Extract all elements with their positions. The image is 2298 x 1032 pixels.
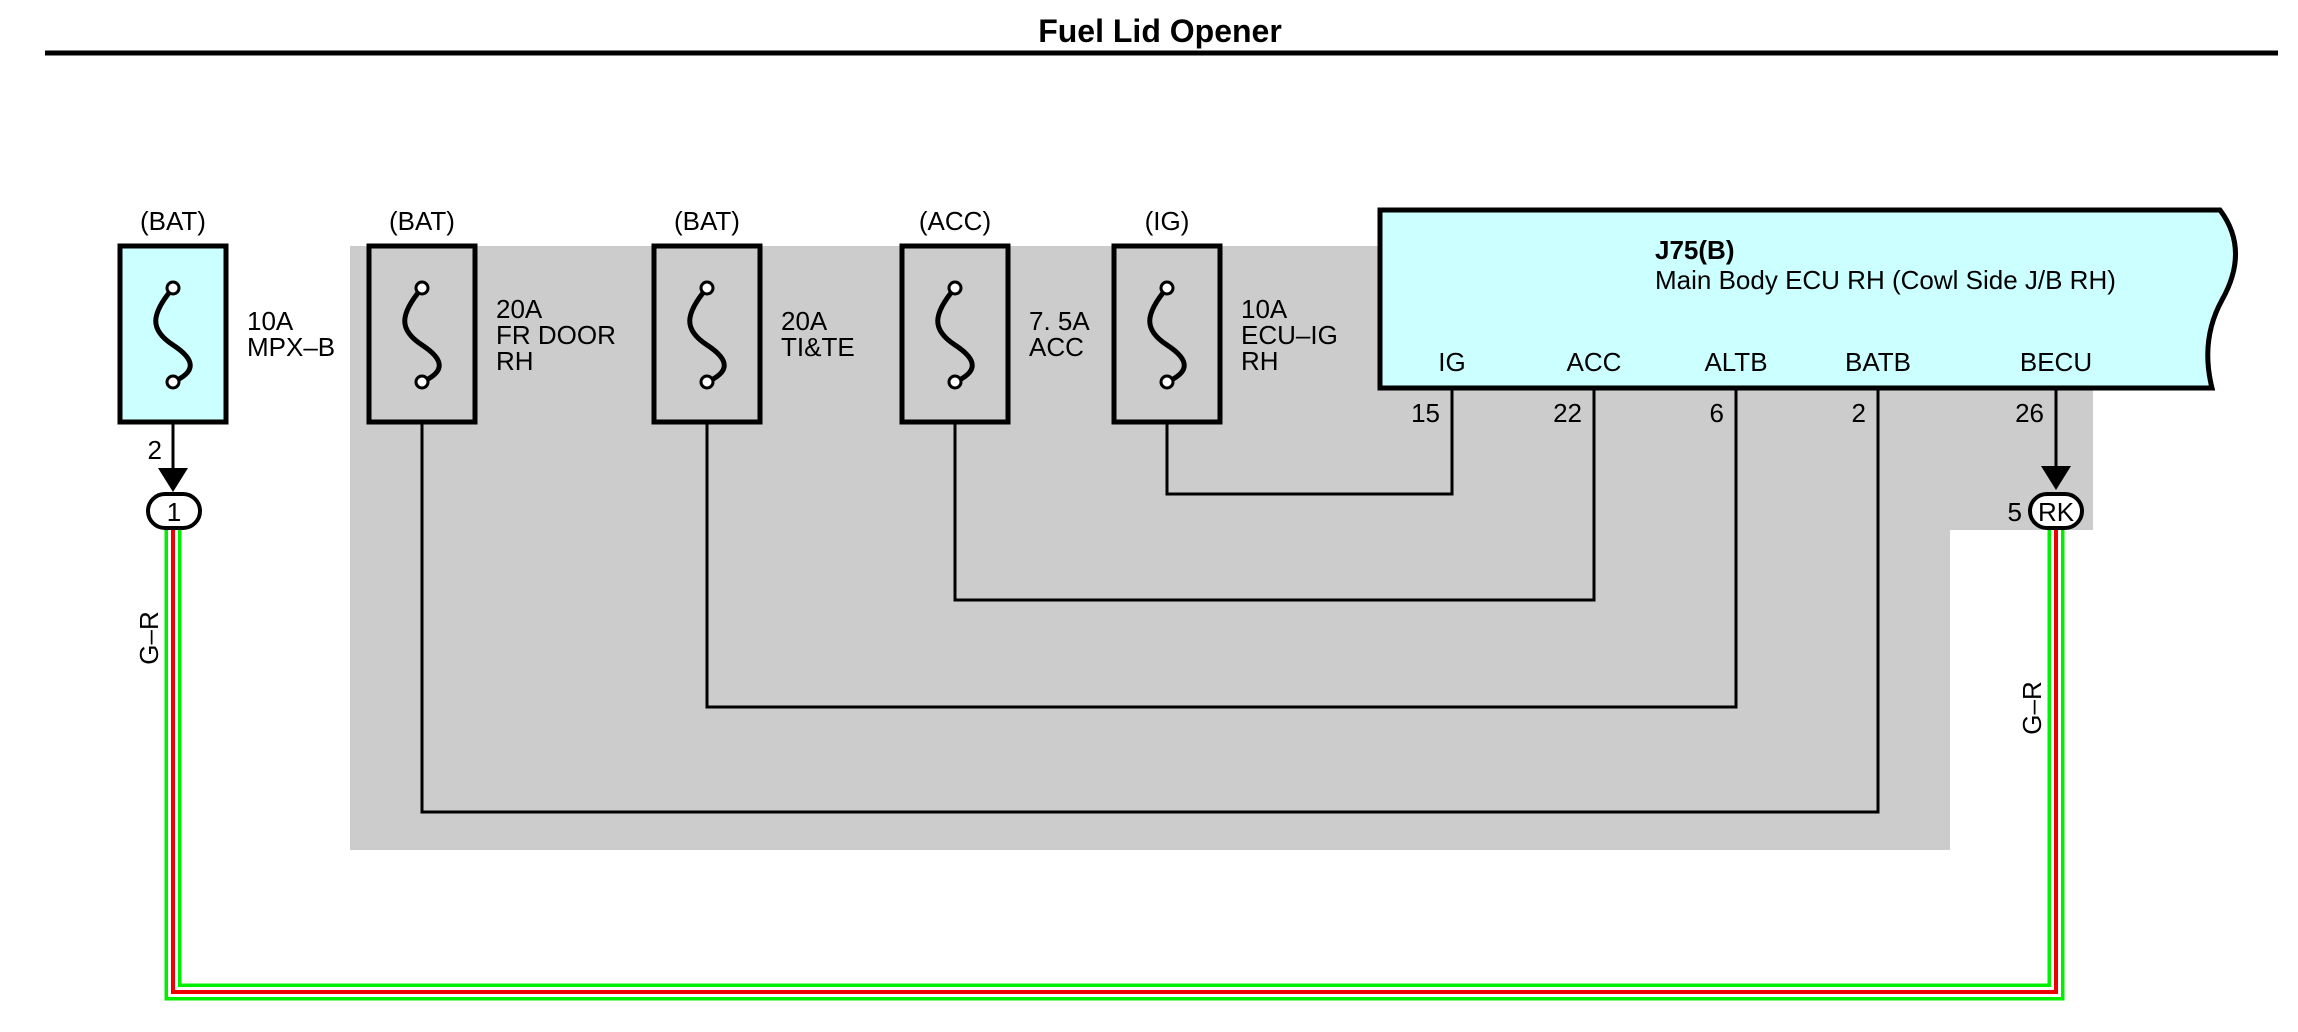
ecu-pin-number-batb: 2 xyxy=(1852,398,1866,428)
fuse-ti-te: (BAT) 20A TI&TE xyxy=(651,206,855,425)
fuse-box xyxy=(1111,243,1223,425)
ecu-pin-number-altb: 6 xyxy=(1710,398,1724,428)
ecu-code: J75(B) xyxy=(1655,235,1734,265)
fuse-terminal xyxy=(165,280,181,296)
fuse-terminal xyxy=(699,374,715,390)
internal-wires xyxy=(171,382,2058,814)
fuse-name-line: TI&TE xyxy=(781,332,855,362)
connector-pin-number: 2 xyxy=(148,435,162,465)
fuse-rating: 7. 5A xyxy=(1029,306,1090,336)
harness-wire-g-r xyxy=(164,530,2065,1001)
fuse-fr-door-rh: (BAT) 20A FR DOOR RH xyxy=(366,206,616,425)
fuse-ecu-ig-rh: (IG) 10A ECU–IG RH xyxy=(1111,206,1338,425)
connector-arrow-icon xyxy=(2041,466,2071,490)
fuse-terminal xyxy=(1159,280,1175,296)
ecu-pin-label-acc: ACC xyxy=(1567,347,1622,377)
ecu-pin-label-batb: BATB xyxy=(1845,347,1911,377)
page-title: Fuel Lid Opener xyxy=(1038,13,1282,49)
ecu-pin-number-ig: 15 xyxy=(1411,398,1440,428)
connector-label: 1 xyxy=(167,497,181,527)
fuse-name-line: ACC xyxy=(1029,332,1084,362)
harness-wire-stripe xyxy=(171,530,2058,994)
ecu-pin-number-becu: 26 xyxy=(2015,398,2044,428)
fuse-terminal xyxy=(699,280,715,296)
junction-block-area xyxy=(350,246,2093,850)
fuse-box xyxy=(366,243,478,425)
fuse-rating: 10A xyxy=(247,306,294,336)
fuse-terminal xyxy=(1159,374,1175,390)
fuse-terminal xyxy=(947,374,963,390)
fuse-terminal xyxy=(414,374,430,390)
fuse-terminal xyxy=(414,280,430,296)
connector-label: RK xyxy=(2038,497,2075,527)
fuse-box xyxy=(117,243,229,425)
ecu-pin-label-altb: ALTB xyxy=(1704,347,1767,377)
connector-arrow-icon xyxy=(158,468,188,492)
fuse-name-line: FR DOOR xyxy=(496,320,616,350)
fuse-source-label: (BAT) xyxy=(389,206,455,236)
fuse-source-label: (IG) xyxy=(1145,206,1190,236)
ecu-pin-number-acc: 22 xyxy=(1553,398,1582,428)
fuse-rating: 20A xyxy=(781,306,828,336)
wire-ig xyxy=(1165,382,1454,496)
fuse-acc: (ACC) 7. 5A ACC xyxy=(899,206,1090,425)
fuse-rating: 20A xyxy=(496,294,543,324)
wire-color-label-right: G–R xyxy=(2017,681,2047,734)
ecu-box xyxy=(1377,207,2238,391)
fuse-source-label: (BAT) xyxy=(140,206,206,236)
fuse-symbol-icon xyxy=(687,286,727,385)
wire-altb xyxy=(705,382,1738,709)
fuse-rating: 10A xyxy=(1241,294,1288,324)
fuse-box xyxy=(651,243,763,425)
ecu-name: Main Body ECU RH (Cowl Side J/B RH) xyxy=(1655,265,2116,295)
fuse-terminal xyxy=(947,280,963,296)
fuse-symbol-icon xyxy=(935,286,975,385)
fuse-name-line: RH xyxy=(496,346,534,376)
connector-body xyxy=(146,492,202,530)
wire-color-label-left: G–R xyxy=(134,611,164,664)
fuse-source-label: (BAT) xyxy=(674,206,740,236)
connector-left: 1 2 xyxy=(146,435,202,530)
connector-body xyxy=(2028,492,2084,530)
ecu-pin-label-ig: IG xyxy=(1438,347,1465,377)
ecu-pin-label-becu: BECU xyxy=(2020,347,2092,377)
fuse-name-line: RH xyxy=(1241,346,1279,376)
wire-acc xyxy=(953,382,1596,602)
fuse-mpx-b: (BAT) 10A MPX–B xyxy=(117,206,335,425)
connector-right: RK 5 xyxy=(2008,466,2084,530)
connector-pin-number: 5 xyxy=(2008,497,2022,527)
fuse-symbol-icon xyxy=(153,286,193,385)
wire-batb xyxy=(420,382,1880,814)
fuse-box xyxy=(899,243,1011,425)
fuse-source-label: (ACC) xyxy=(919,206,991,236)
fuse-symbol-icon xyxy=(1147,286,1187,385)
fuse-terminal xyxy=(165,374,181,390)
fuse-name-line: ECU–IG xyxy=(1241,320,1338,350)
fuse-symbol-icon xyxy=(402,286,442,385)
fuse-name-line: MPX–B xyxy=(247,332,335,362)
